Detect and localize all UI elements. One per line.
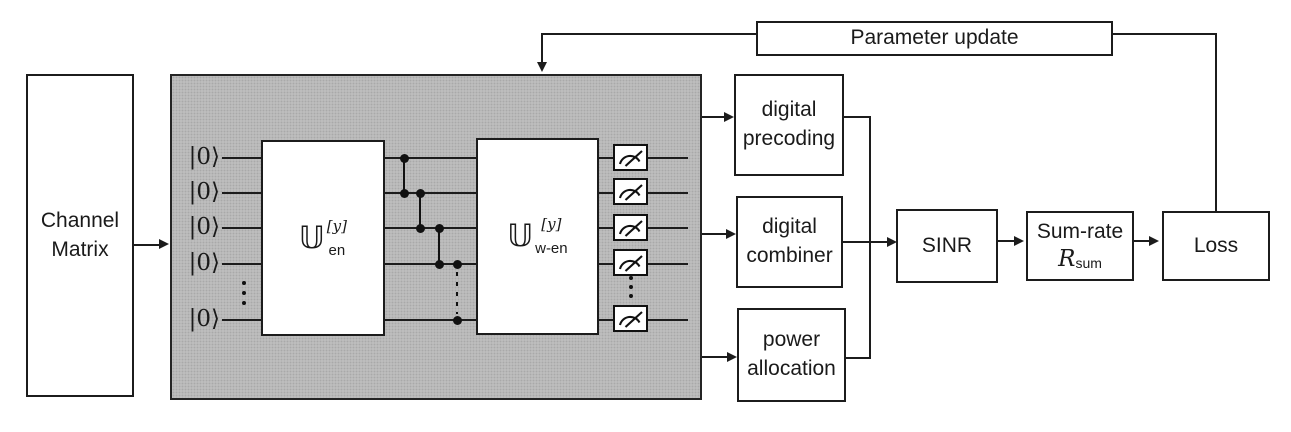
digital-combiner-box: digital combiner <box>736 196 843 288</box>
sinr-to-sumrate-line <box>998 240 1015 242</box>
entangle-link-3-4 <box>437 228 440 264</box>
channel-to-circuit-arrowhead <box>159 239 169 249</box>
control-dot <box>434 259 444 269</box>
control-dot <box>399 153 409 163</box>
digital-combiner-label-line1: digital <box>762 215 817 239</box>
panel-to-power-line <box>702 356 727 358</box>
weighted-encoder-superscript: [y] <box>541 215 562 233</box>
measurement-meter-2 <box>613 178 648 205</box>
double-struck-u-symbol: 𝕌 <box>507 218 534 254</box>
weighted-encoder-unitary-label: 𝕌 [y] w-en <box>507 215 568 257</box>
measurement-gauge-icon <box>618 311 643 328</box>
measurement-meter-1 <box>613 144 648 171</box>
sum-rate-box: Sum-rate R sum <box>1026 211 1134 281</box>
control-dot <box>452 259 462 269</box>
merge-vertical-line <box>868 116 871 359</box>
update-to-circuit-vertical-line <box>541 33 543 62</box>
entangle-link-2-3 <box>418 193 421 228</box>
measurement-gauge-icon <box>618 255 643 272</box>
measurement-gauge-icon <box>618 150 643 167</box>
combiner-to-sinr-arrowhead <box>887 236 897 247</box>
double-struck-u-symbol: 𝕌 <box>299 219 325 256</box>
meter-ellipsis-dot <box>629 276 633 280</box>
update-to-circuit-horizontal-line <box>542 33 756 35</box>
sinr-box: SINR <box>896 209 998 283</box>
panel-to-combiner-line <box>702 233 726 235</box>
channel-matrix-label-line2: Matrix <box>51 237 109 261</box>
encoder-superscript: [y] <box>326 216 347 235</box>
channel-matrix-box: Channel Matrix <box>26 74 134 397</box>
channel-matrix-label-line1: Channel <box>40 208 120 232</box>
qubit-ellipsis-dot <box>242 281 246 285</box>
sumrate-to-loss-arrowhead <box>1149 235 1159 246</box>
qubit-wire-1 <box>222 157 688 160</box>
power-allocation-label-line1: power <box>762 328 821 352</box>
digital-precoding-label-line1: digital <box>761 98 817 122</box>
measurement-gauge-icon <box>618 220 643 237</box>
control-dot <box>434 223 444 233</box>
sinr-to-sumrate-arrowhead <box>1014 235 1024 246</box>
qubit-wire-2 <box>222 192 688 195</box>
encoder-unitary-label: 𝕌 [y] en <box>299 216 347 259</box>
ket-zero-label-4: |0⟩ <box>188 250 220 276</box>
sinr-label: SINR <box>921 233 973 257</box>
sumrate-to-loss-line <box>1134 240 1150 242</box>
power-allocation-label-line2: allocation <box>747 357 836 380</box>
digital-precoding-label-line2: precoding <box>742 127 836 150</box>
r-symbol: R <box>1058 245 1076 272</box>
control-dot <box>415 188 425 198</box>
loss-to-update-vertical-line <box>1215 34 1217 211</box>
meter-ellipsis-dot <box>629 285 633 289</box>
ket-zero-label-2: |0⟩ <box>188 179 220 205</box>
power-output-line <box>846 357 870 359</box>
power-allocation-box: power allocation <box>737 308 846 402</box>
panel-to-combiner-arrowhead <box>726 228 736 239</box>
loss-to-update-horizontal-line <box>1113 33 1217 35</box>
weighted-encoder-unitary-box: 𝕌 [y] w-en <box>476 138 599 335</box>
control-dot <box>452 315 462 325</box>
entangle-link-1-2 <box>402 158 405 193</box>
qubit-ellipsis-dot <box>242 301 246 305</box>
ket-zero-label-5: |0⟩ <box>188 306 220 332</box>
entangle-link-4-5-dotted <box>455 272 459 314</box>
encoder-unitary-box: 𝕌 [y] en <box>261 140 385 336</box>
loss-label: Loss <box>1193 233 1239 257</box>
channel-to-circuit-line <box>134 244 161 246</box>
digital-combiner-label-line2: combiner <box>746 244 833 267</box>
sum-rate-formula: R sum <box>1058 245 1102 274</box>
meter-ellipsis-dot <box>629 294 633 298</box>
measurement-meter-5 <box>613 305 648 332</box>
sum-rate-label: Sum-rate <box>1036 219 1124 243</box>
control-dot <box>399 188 409 198</box>
qubit-wire-3 <box>222 227 688 230</box>
parameter-update-label: Parameter update <box>850 26 1019 50</box>
panel-to-power-arrowhead <box>727 351 737 362</box>
measurement-meter-3 <box>613 214 648 241</box>
update-to-circuit-arrowhead <box>536 62 547 72</box>
ket-zero-label-3: |0⟩ <box>188 214 220 240</box>
control-dot <box>415 223 425 233</box>
qubit-ellipsis-dot <box>242 291 246 295</box>
ket-zero-label-1: |0⟩ <box>188 144 220 170</box>
loss-box: Loss <box>1162 211 1270 281</box>
parameter-update-box: Parameter update <box>756 21 1113 56</box>
precoding-output-line <box>844 116 870 118</box>
digital-precoding-box: digital precoding <box>734 74 844 176</box>
combiner-to-sinr-line <box>843 241 888 243</box>
measurement-gauge-icon <box>618 184 643 201</box>
panel-to-precoding-arrowhead <box>724 111 734 122</box>
weighted-encoder-subscript: w-en <box>535 240 568 257</box>
r-subscript: sum <box>1075 255 1102 271</box>
panel-to-precoding-line <box>702 116 725 118</box>
encoder-subscript: en <box>328 241 346 259</box>
measurement-meter-4 <box>613 249 648 276</box>
